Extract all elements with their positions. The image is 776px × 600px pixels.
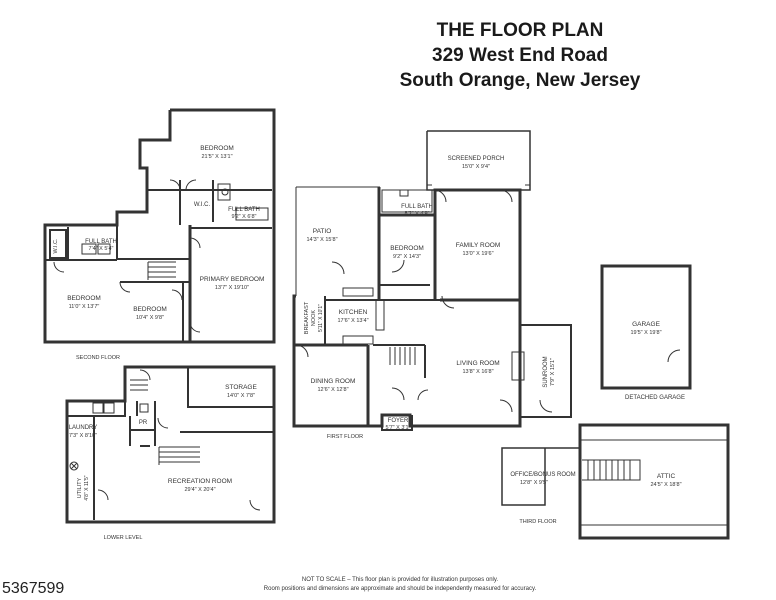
dining-room-name: DINING ROOM [311, 378, 356, 385]
detached-garage-label: DETACHED GARAGE [625, 395, 685, 401]
attic-name: ATTIC [657, 473, 676, 480]
second-bedroom-mid-dims: 10'4" X 9'8" [136, 315, 164, 321]
second-full-bath-right-name: FULL BATH [228, 207, 260, 213]
pr-name: PR [139, 420, 148, 426]
room-labels: BEDROOM 21'5" X 13'1" W.I.C. FULL BATH 9… [53, 145, 685, 541]
second-full-bath-left-dims: 7'4" X 5'4" [89, 246, 114, 252]
first-full-bath-dims: 8'2" X 4'9" [405, 211, 430, 217]
first-full-bath-name: FULL BATH [401, 204, 433, 210]
primary-bedroom-name: PRIMARY BEDROOM [200, 276, 265, 283]
second-bedroom-mid-name: BEDROOM [133, 306, 167, 313]
second-wic-right: W.I.C. [194, 202, 211, 208]
address-line-2: South Orange, New Jersey [399, 70, 641, 91]
kitchen-dims: 17'6" X 13'4" [337, 318, 368, 324]
foyer-name: FOYER [388, 418, 409, 424]
laundry-name: LAUNDRY [69, 425, 98, 431]
plan-title-block: THE FLOOR PLAN 329 West End Road South O… [380, 18, 660, 93]
attic-outline [578, 423, 730, 540]
second-wic-left: W.I.C. [53, 238, 59, 253]
sunroom-name: SUNROOM [543, 356, 549, 387]
second-floor-plan [43, 108, 276, 344]
utility-dims: 4'8" X 11'5" [84, 475, 90, 500]
lower-level-label: LOWER LEVEL [104, 535, 143, 541]
recreation-room-name: RECREATION ROOM [168, 478, 232, 485]
third-floor-plan [501, 423, 730, 540]
office-bonus-dims: 12'8" X 9'5" [520, 480, 548, 486]
office-bonus-outline [501, 447, 580, 506]
second-bedroom-top-dims: 21'5" X 13'1" [201, 154, 232, 160]
screened-porch-name: SCREENED PORCH [448, 156, 505, 162]
disclaimer: NOT TO SCALE – This floor plan is provid… [200, 576, 600, 594]
detached-garage-plan [600, 264, 692, 390]
second-full-bath-left-name: FULL BATH [85, 239, 117, 245]
dining-room-dims: 12'6" X 12'8" [317, 387, 348, 393]
living-room-name: LIVING ROOM [456, 360, 499, 367]
laundry-dims: 7'3" X 8'10" [69, 433, 97, 439]
first-bedroom-name: BEDROOM [390, 245, 424, 252]
sunroom-outline [520, 324, 572, 418]
kitchen-name: KITCHEN [339, 309, 368, 316]
plan-title: THE FLOOR PLAN [436, 20, 604, 41]
lower-level-plan [65, 365, 276, 524]
disclaimer-line-2: Room positions and dimensions are approx… [263, 586, 537, 592]
office-bonus-name: OFFICE/BONUS ROOM [510, 472, 575, 478]
third-floor-label: THIRD FLOOR [519, 519, 556, 525]
sunroom-dims: 7'9" X 15'1" [550, 358, 556, 386]
primary-bedroom-dims: 13'7" X 19'10" [215, 285, 249, 291]
breakfast-nook-line1: BREAKFAST [304, 301, 310, 334]
recreation-room-dims: 29'4" X 20'4" [184, 487, 215, 493]
address-line-1: 329 West End Road [432, 45, 608, 66]
first-floor-label: FIRST FLOOR [327, 434, 363, 440]
first-floor-plan [292, 130, 572, 431]
utility-name: UTILITY [77, 477, 83, 498]
second-bedroom-top-name: BEDROOM [200, 145, 234, 152]
second-full-bath-right-dims: 9'2" X 6'8" [232, 214, 257, 220]
garage-outline [600, 264, 692, 390]
storage-name: STORAGE [225, 384, 257, 391]
screened-porch-outline [426, 130, 531, 191]
patio-name: PATIO [313, 228, 332, 235]
first-bedroom-dims: 9'2" X 14'3" [393, 254, 421, 260]
storage-dims: 14'0" X 7'8" [227, 393, 255, 399]
living-room-dims: 13'8" X 16'8" [462, 369, 493, 375]
second-floor-label: SECOND FLOOR [76, 355, 120, 361]
attic-dims: 24'5" X 18'8" [650, 482, 681, 488]
second-bedroom-left-dims: 11'0" X 13'7" [69, 304, 100, 310]
screened-porch-dims: 15'0" X 9'4" [462, 164, 490, 170]
disclaimer-line-1: NOT TO SCALE – This floor plan is provid… [301, 577, 499, 583]
garage-dims: 19'5" X 19'8" [630, 330, 661, 336]
foyer-dims: 5'7" X 3'1" [386, 425, 411, 431]
breakfast-nook-line2: NOOK [311, 310, 317, 327]
breakfast-nook-dims: 5'11" X 10'1" [318, 304, 324, 332]
patio-dims: 14'3" X 15'8" [306, 237, 337, 243]
listing-id: 5367599 [2, 580, 65, 597]
second-bedroom-left-name: BEDROOM [67, 295, 101, 302]
family-room-name: FAMILY ROOM [456, 242, 501, 249]
family-room-dims: 13'0" X 19'6" [462, 251, 493, 257]
garage-name: GARAGE [632, 321, 660, 328]
